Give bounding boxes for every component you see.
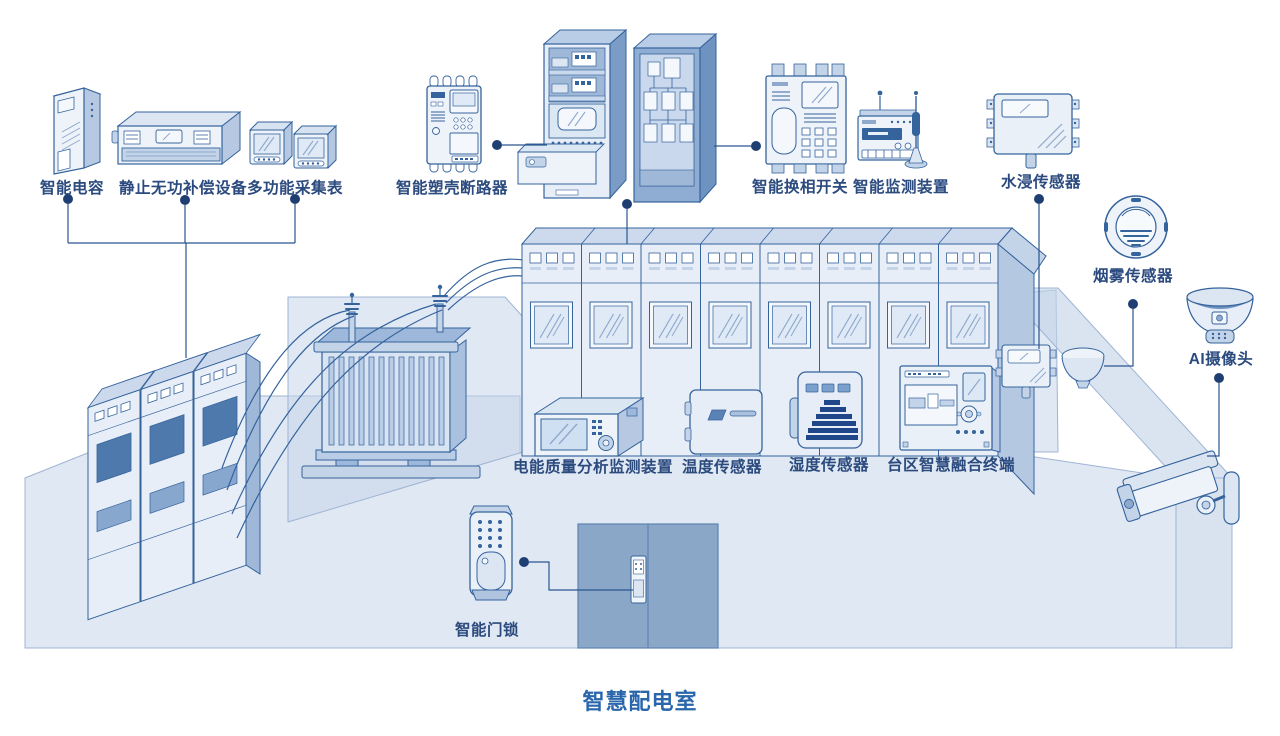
ai-camera-illustration bbox=[1186, 287, 1254, 344]
svg-compensator-illustration bbox=[111, 110, 242, 166]
label-phase-switch: 智能换相开关 bbox=[751, 179, 849, 196]
wall-water-sensor-illustration bbox=[995, 344, 1057, 399]
smoke-sensor-illustration bbox=[1104, 195, 1168, 259]
label-smoke-sensor: 烟雾传感器 bbox=[1092, 268, 1174, 285]
label-monitoring-device: 智能监测装置 bbox=[852, 179, 950, 196]
distribution-cabinet-diagram-illustration bbox=[632, 32, 718, 204]
label-smart-door-lock: 智能门锁 bbox=[454, 622, 520, 639]
lv-cabinet-bank-illustration bbox=[86, 333, 262, 621]
power-cables bbox=[221, 258, 525, 539]
label-water-sensor: 水浸传感器 bbox=[1000, 174, 1082, 191]
label-ai-camera: AI摄像头 bbox=[1188, 351, 1254, 368]
label-power-quality: 电能质量分析监测装置 bbox=[512, 459, 674, 476]
smart-lock-illustration bbox=[469, 505, 513, 601]
transformer-illustration bbox=[301, 284, 481, 479]
temperature-sensor-illustration bbox=[684, 389, 763, 455]
label-smart-capacitor: 智能电容 bbox=[39, 180, 105, 197]
control-cabinet-open-illustration bbox=[516, 28, 628, 200]
water-sensor-illustration bbox=[986, 93, 1080, 169]
page-title: 智慧配电室 bbox=[582, 689, 698, 714]
power-quality-analyzer-illustration bbox=[533, 397, 645, 457]
bushing-left bbox=[344, 292, 360, 343]
door-lock-plate bbox=[630, 555, 647, 604]
fusion-terminal-illustration bbox=[899, 365, 1001, 453]
door bbox=[577, 523, 719, 649]
smart-capacitor-illustration bbox=[52, 87, 102, 175]
monitoring-device-illustration bbox=[857, 90, 928, 169]
phase-switch-illustration bbox=[765, 63, 847, 174]
connector-lines bbox=[67, 144, 1220, 591]
mccb-illustration bbox=[426, 75, 482, 173]
multifunction-meter-illustration bbox=[249, 121, 337, 169]
label-multifunction-meter: 多功能采集表 bbox=[246, 180, 344, 197]
connector-dots bbox=[63, 140, 1224, 567]
label-humidity-sensor: 湿度传感器 bbox=[788, 457, 870, 474]
label-temperature-sensor: 温度传感器 bbox=[681, 459, 763, 476]
label-fusion-terminal: 台区智慧融合终端 bbox=[886, 457, 1016, 474]
wall-smoke-detector-illustration bbox=[1061, 347, 1105, 389]
antenna-icon bbox=[904, 91, 928, 169]
cctv-camera-illustration bbox=[1116, 450, 1240, 525]
label-svg-compensator: 静止无功补偿设备 bbox=[118, 180, 248, 197]
label-mccb: 智能塑壳断路器 bbox=[395, 180, 509, 197]
humidity-sensor-illustration bbox=[789, 371, 863, 449]
